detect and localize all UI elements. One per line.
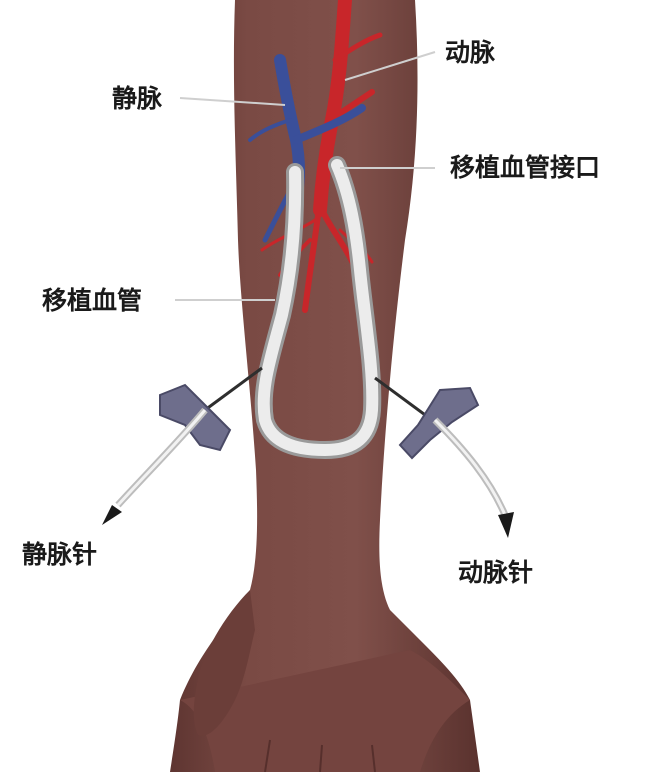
arterial-needle xyxy=(375,378,514,538)
graft-junction-label: 移植血管接口 xyxy=(450,155,600,180)
artery-label: 动脉 xyxy=(445,40,495,65)
watermark: Bai百科 xyxy=(22,710,91,736)
venous-needle xyxy=(102,368,262,525)
graft-label: 移植血管 xyxy=(42,288,142,313)
arterial-needle-label: 动脉针 xyxy=(458,560,533,585)
vein-label: 静脉 xyxy=(112,86,162,111)
venous-needle-label: 静脉针 xyxy=(22,542,97,567)
